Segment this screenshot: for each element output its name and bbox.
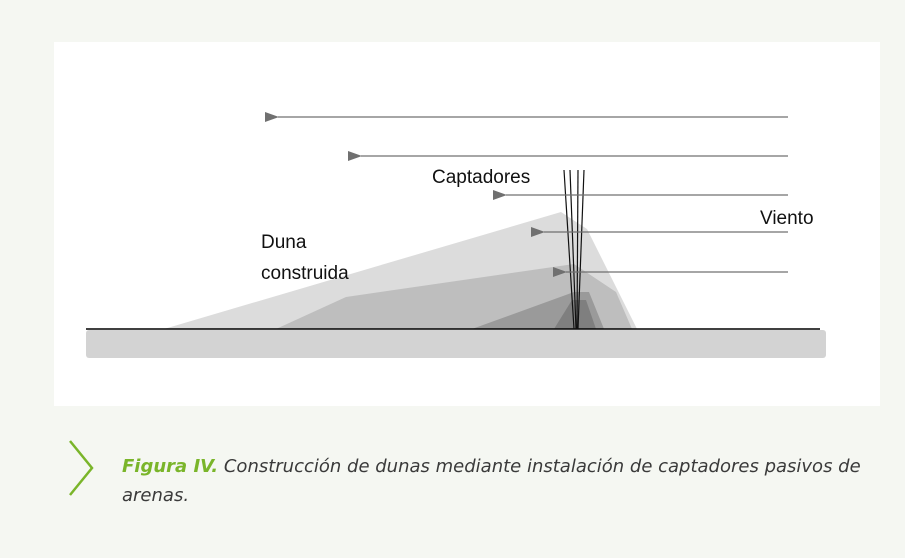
collector-post-2 [569, 169, 577, 330]
captadores-label: Captadores [432, 167, 530, 188]
ground-strip [86, 330, 826, 358]
figure-caption: Figura IV. Construcción de dunas mediant… [122, 452, 862, 510]
collector-post-4 [577, 169, 585, 330]
collector-post-3 [576, 169, 579, 330]
dune-diagram: Captadores Viento Duna construida [86, 112, 826, 358]
figure-panel: Captadores Viento Duna construida [54, 42, 880, 406]
collector-post-1 [563, 169, 575, 330]
duna-label-line1: Duna [261, 232, 307, 253]
figure-caption-text: Construcción de dunas mediante instalaci… [122, 456, 861, 506]
viento-label: Viento [760, 208, 814, 229]
duna-label-line2: construida [261, 263, 349, 284]
chevron-right-icon [69, 440, 94, 496]
figure-caption-label: Figura IV. [122, 456, 219, 477]
